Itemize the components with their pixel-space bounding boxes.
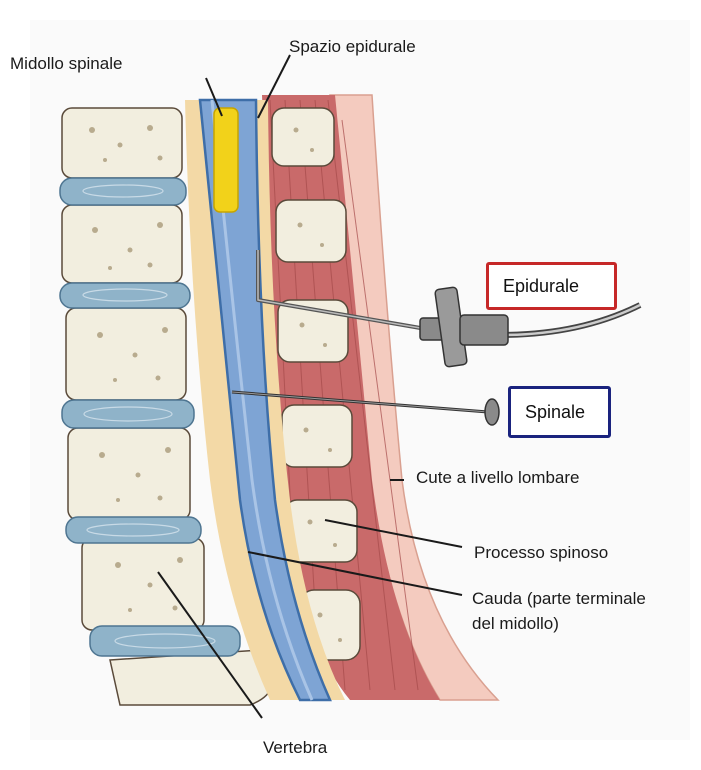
label-processo-spinoso: Processo spinoso <box>474 543 608 563</box>
label-box-epidurale: Epidurale <box>486 262 617 310</box>
label-cauda-line1: Cauda (parte terminale <box>472 589 646 609</box>
label-box-spinale: Spinale <box>508 386 611 438</box>
label-epidurale: Epidurale <box>503 276 579 297</box>
midollo-spinale-yellow <box>214 108 238 212</box>
label-spazio-epidurale: Spazio epidurale <box>289 37 416 57</box>
label-vertebra: Vertebra <box>263 738 327 758</box>
label-cauda-line2: del midollo) <box>472 614 559 634</box>
label-midollo-spinale: Midollo spinale <box>10 54 122 74</box>
label-cute: Cute a livello lombare <box>416 468 579 488</box>
label-spinale: Spinale <box>525 402 585 423</box>
